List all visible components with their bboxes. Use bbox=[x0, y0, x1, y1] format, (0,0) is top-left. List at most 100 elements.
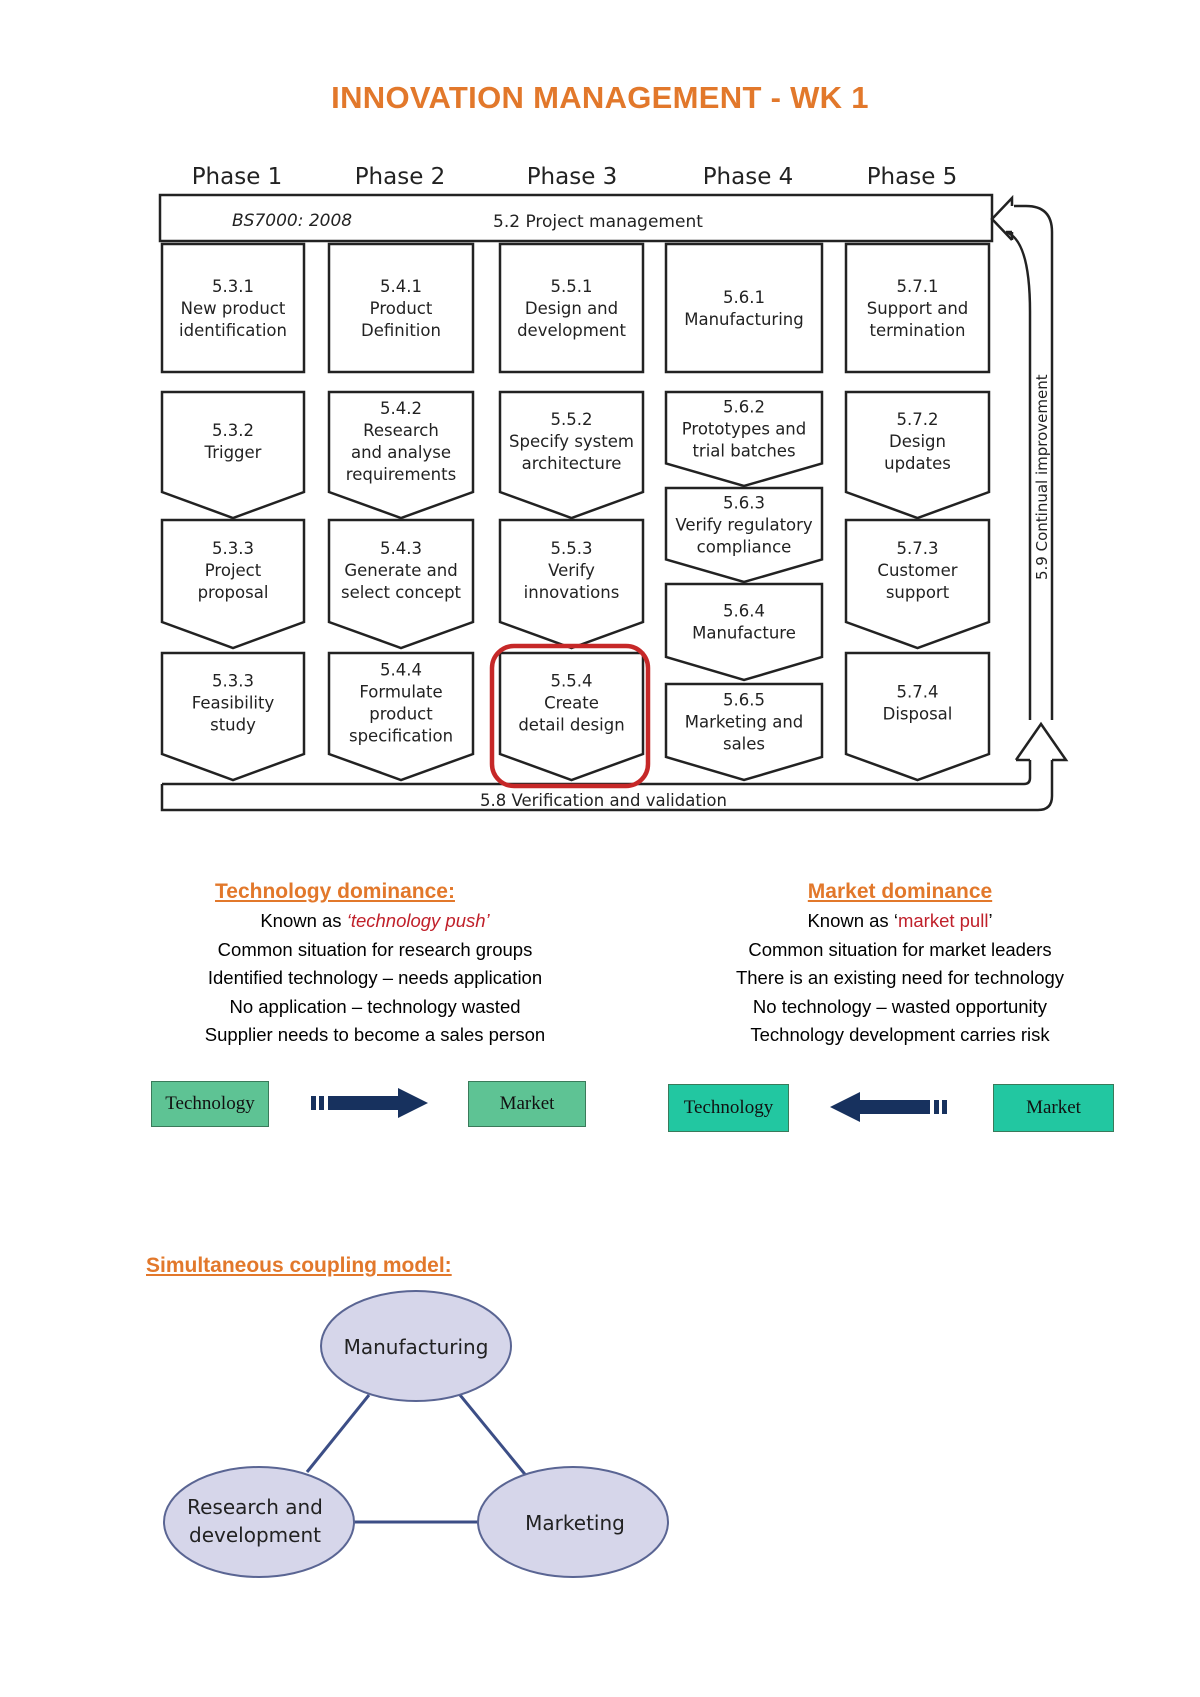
process-box bbox=[498, 651, 645, 782]
process-box-label: Manufacture bbox=[692, 623, 796, 642]
process-box-label: Create bbox=[544, 694, 599, 713]
technology-known-as: Known as ‘technology push’ bbox=[260, 910, 490, 931]
process-box-label: innovations bbox=[524, 583, 620, 602]
continual-improvement-loop bbox=[1005, 204, 1054, 720]
simultaneous-coupling-heading: Simultaneous coupling model: bbox=[146, 1254, 452, 1277]
process-box-label: architecture bbox=[522, 454, 622, 473]
process-box-label: trial batches bbox=[692, 442, 795, 461]
standard-label: BS7000: 2008 bbox=[232, 211, 352, 231]
process-box-number: 5.3.3 bbox=[212, 539, 254, 558]
process-box bbox=[327, 390, 475, 520]
process-box bbox=[664, 390, 824, 488]
process-box-number: 5.3.2 bbox=[212, 421, 254, 440]
process-box bbox=[327, 242, 475, 374]
process-box-label: identification bbox=[179, 321, 287, 340]
market-known-as: Known as ‘market pull’ bbox=[807, 910, 993, 931]
process-box-label: New product bbox=[181, 299, 286, 318]
process-box-label: Product bbox=[370, 299, 433, 318]
process-box-label: sales bbox=[723, 734, 765, 753]
market-pull-term: market pull bbox=[897, 910, 989, 931]
tech-line: Supplier needs to become a sales person bbox=[204, 1024, 546, 1045]
process-box-label: Prototypes and bbox=[682, 420, 806, 439]
project-management-label: 5.2 Project management bbox=[493, 212, 703, 232]
process-box-number: 5.7.3 bbox=[897, 539, 939, 558]
process-box-label: Marketing and bbox=[685, 712, 804, 731]
market-line: Technology development carries risk bbox=[750, 1024, 1050, 1045]
market-line: No technology – wasted opportunity bbox=[752, 995, 1048, 1017]
process-box bbox=[327, 651, 475, 782]
process-box-number: 5.6.4 bbox=[723, 601, 765, 620]
tech-line: No application – technology wasted bbox=[229, 995, 521, 1017]
market-line: Common situation for market leaders bbox=[748, 938, 1052, 960]
process-box bbox=[664, 486, 824, 584]
pull-arrow-icon bbox=[830, 1092, 947, 1122]
process-box-label: Support and bbox=[867, 299, 969, 318]
process-box bbox=[844, 651, 991, 782]
node-manufacturing bbox=[320, 1290, 512, 1402]
page-title: INNOVATION MANAGEMENT - WK 1 bbox=[331, 80, 869, 115]
process-box bbox=[844, 390, 991, 520]
highlight-create-detail-design bbox=[489, 643, 651, 789]
verification-arrow-head bbox=[1014, 721, 1069, 762]
process-box-label: study bbox=[210, 716, 256, 735]
tech-line: Identified technology – needs applicatio… bbox=[207, 967, 543, 988]
node-rd-label-line2: development bbox=[189, 1523, 321, 1547]
process-box-number: 5.5.2 bbox=[551, 410, 593, 429]
process-box-label: Design and bbox=[525, 299, 618, 318]
push-market-box: Market bbox=[468, 1081, 586, 1127]
phase-header: Phase 4 bbox=[703, 164, 794, 190]
node-research-development bbox=[163, 1466, 355, 1578]
process-box-label: Generate and bbox=[344, 561, 457, 580]
process-box-number: 5.5.4 bbox=[551, 672, 593, 691]
market-dominance-section: Market dominance Known as ‘market pull’ … bbox=[700, 877, 1100, 1050]
market-dominance-heading: Market dominance bbox=[807, 880, 993, 903]
pull-technology-box: Technology bbox=[668, 1084, 789, 1132]
process-box bbox=[664, 682, 824, 782]
process-box bbox=[327, 518, 475, 650]
continual-improvement-arrow-head bbox=[990, 194, 1014, 241]
phase-header: Phase 5 bbox=[867, 164, 958, 190]
process-box bbox=[160, 651, 306, 782]
phase-header: Phase 2 bbox=[355, 164, 446, 190]
process-box-number: 5.4.2 bbox=[380, 399, 422, 418]
process-box-number: 5.4.1 bbox=[380, 277, 422, 296]
process-box-label: specification bbox=[349, 727, 453, 746]
process-box-label: requirements bbox=[346, 465, 456, 484]
node-marketing bbox=[477, 1466, 669, 1578]
link-manufacturing-marketing bbox=[458, 1394, 530, 1479]
push-technology-box: Technology bbox=[151, 1081, 269, 1127]
project-management-bar bbox=[158, 193, 994, 243]
process-box bbox=[160, 242, 306, 374]
process-box bbox=[664, 242, 824, 374]
process-box-label: select concept bbox=[341, 583, 462, 602]
process-box-label: compliance bbox=[697, 538, 792, 557]
process-box bbox=[160, 518, 306, 650]
phase-header: Phase 1 bbox=[192, 164, 283, 190]
node-manufacturing-label: Manufacturing bbox=[344, 1335, 489, 1359]
process-box-number: 5.7.1 bbox=[897, 277, 939, 296]
process-box bbox=[498, 242, 645, 374]
process-box-number: 5.3.3 bbox=[212, 672, 254, 691]
process-box-number: 5.4.3 bbox=[380, 539, 422, 558]
process-box-number: 5.7.4 bbox=[897, 683, 939, 702]
process-box-label: Research bbox=[363, 421, 439, 440]
process-box-number: 5.6.2 bbox=[723, 398, 765, 417]
link-manufacturing-rd bbox=[305, 1394, 371, 1473]
process-box-label: termination bbox=[870, 321, 966, 340]
process-box bbox=[844, 518, 991, 650]
process-box-label: Feasibility bbox=[192, 694, 275, 713]
process-box bbox=[160, 390, 306, 520]
process-box-label: proposal bbox=[198, 583, 269, 602]
tech-line: Common situation for research groups bbox=[217, 938, 533, 960]
process-box-number: 5.6.3 bbox=[723, 494, 765, 513]
process-box-label: updates bbox=[884, 454, 951, 473]
process-box bbox=[844, 242, 991, 374]
process-box-number: 5.5.3 bbox=[551, 539, 593, 558]
pull-market-box: Market bbox=[993, 1084, 1114, 1132]
process-box-label: Formulate bbox=[359, 683, 442, 702]
process-box-label: Verify regulatory bbox=[675, 516, 813, 535]
process-box-label: development bbox=[517, 321, 626, 340]
